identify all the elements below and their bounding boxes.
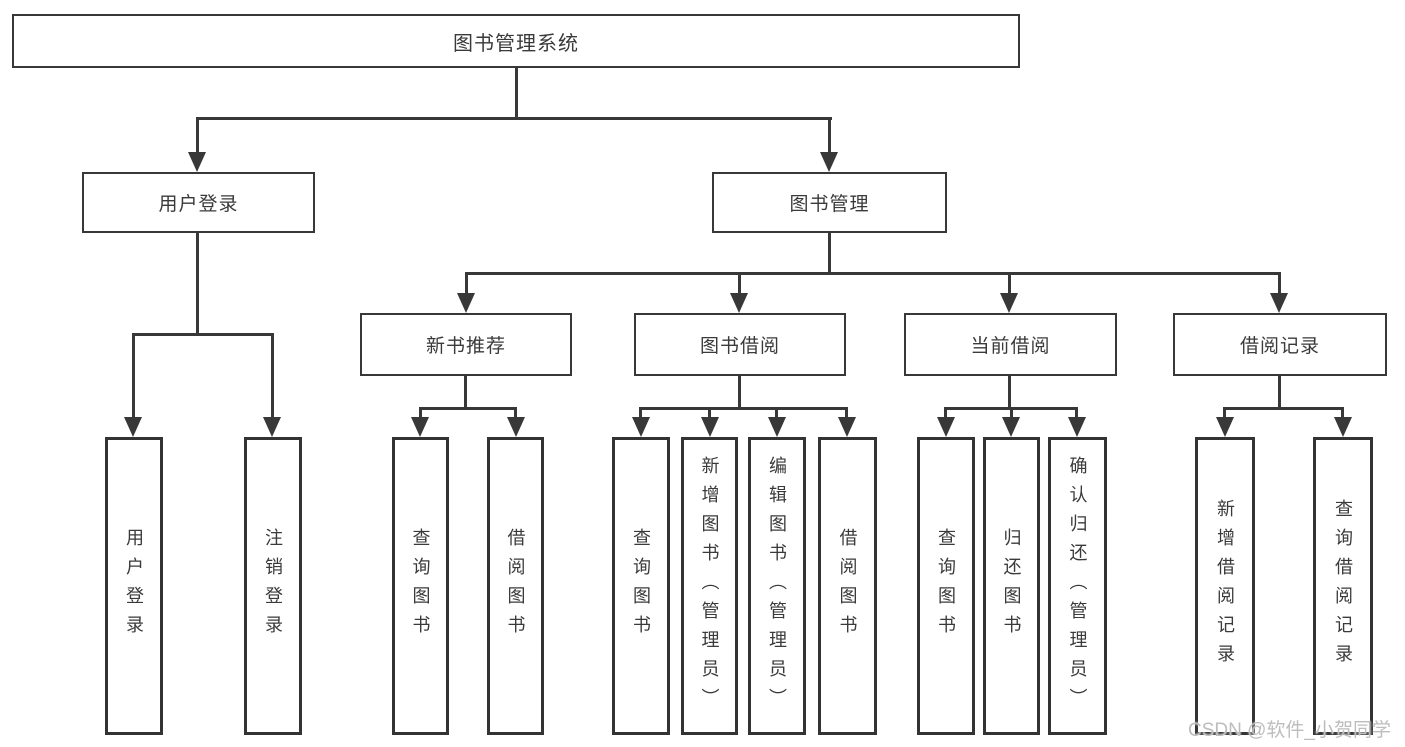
leaf-add-borrow-record: 新增借阅记录 [1195,437,1255,735]
node-user-login: 用户登录 [82,172,315,233]
leaf-label: 查询图书 [631,528,651,644]
connector-stem [708,407,711,419]
connector-stem [1008,374,1011,410]
csdn-watermark: CSDN @软件_小贺同学 [1188,720,1391,741]
connector-stem [419,407,422,419]
connector-stem [1223,407,1226,419]
connector-hline [1223,407,1343,410]
connector-hline [419,407,517,410]
leaf-borrow-books-recommend: 借阅图书 [487,437,544,735]
connector-root-stem [515,66,518,119]
node-book-borrowing: 图书借阅 [634,313,846,376]
node-label: 借阅记录 [1239,336,1320,357]
leaf-label: 新增借阅记录 [1215,499,1235,673]
connector-stem [738,272,741,296]
arrow-down-icon [1270,293,1288,313]
connector-hline [639,407,847,410]
arrow-down-icon [632,417,650,437]
connector-stem [944,407,947,419]
leaf-label: 用户登录 [124,528,144,644]
connector-stem [271,333,274,419]
connector-stem [1278,272,1281,296]
connector-stem [1341,407,1344,419]
leaf-label: 借阅图书 [505,528,526,644]
leaf-query-books-current: 查询图书 [917,437,975,735]
connector-stem [1008,272,1011,296]
leaf-edit-book-admin: 编辑图书（管理员） [748,437,806,735]
node-label: 用户登录 [158,194,239,215]
leaf-user-login: 用户登录 [105,437,163,735]
leaf-label: 查询图书 [936,528,956,644]
arrow-down-icon [507,417,525,437]
connector-stem [828,117,831,154]
connector-stem [464,374,467,410]
connector-stem [1010,407,1013,419]
arrow-down-icon [1002,417,1020,437]
arrow-down-icon [411,417,429,437]
arrow-down-icon [1334,417,1352,437]
arrow-down-icon [937,417,955,437]
arrow-down-icon [701,417,719,437]
leaf-query-borrow-record: 查询借阅记录 [1313,437,1373,735]
leaf-borrow-books-borrowing: 借阅图书 [818,437,877,735]
leaf-query-books-borrowing: 查询图书 [612,437,670,735]
arrow-down-icon [820,152,838,172]
connector-root-hline [196,117,832,120]
connector-stem [639,407,642,419]
connector-book-management-hline [465,272,1281,275]
leaf-logout: 注销登录 [244,437,302,735]
leaf-confirm-return-admin: 确认归还（管理员） [1048,437,1107,735]
connector-user-login-stem [196,231,199,336]
node-label: 图书管理 [789,194,870,215]
connector-stem [132,333,135,419]
arrow-down-icon [768,417,786,437]
connector-stem [775,407,778,419]
connector-stem [1278,374,1281,410]
leaf-label: 查询借阅记录 [1333,499,1353,673]
node-book-management: 图书管理 [712,172,947,233]
arrow-down-icon [1216,417,1234,437]
arrow-down-icon [457,293,475,313]
arrow-down-icon [1068,417,1086,437]
arrow-down-icon [1000,293,1018,313]
connector-stem [738,374,741,410]
connector-stem [845,407,848,419]
arrow-down-icon [188,152,206,172]
connector-book-management-stem [828,231,831,275]
connector-stem [514,407,517,419]
leaf-label: 确认归还（管理员） [1067,455,1088,717]
leaf-label: 借阅图书 [837,528,858,644]
leaf-label: 归还图书 [1001,528,1022,644]
connector-user-login-hline [132,333,274,336]
leaf-query-books-recommend: 查询图书 [392,437,449,735]
arrow-down-icon [730,293,748,313]
leaf-label: 新增图书（管理员） [699,455,720,717]
connector-stem [196,117,199,154]
node-label: 图书借阅 [699,336,780,357]
arrow-down-icon [263,417,281,437]
leaf-return-book: 归还图书 [983,437,1040,735]
arrow-down-icon [838,417,856,437]
connector-stem [465,272,468,296]
node-new-book-recommend: 新书推荐 [360,313,572,376]
leaf-add-book-admin: 新增图书（管理员） [681,437,738,735]
node-library-management-system: 图书管理系统 [12,14,1020,68]
node-label: 当前借阅 [970,336,1051,357]
node-borrowing-records: 借阅记录 [1173,313,1387,376]
leaf-label: 查询图书 [410,528,431,644]
arrow-down-icon [124,417,142,437]
node-label: 图书管理系统 [453,32,579,55]
node-label: 新书推荐 [425,336,506,357]
leaf-label: 编辑图书（管理员） [767,455,787,717]
node-current-borrowing: 当前借阅 [904,313,1117,376]
leaf-label: 注销登录 [263,528,283,644]
connector-stem [1075,407,1078,419]
